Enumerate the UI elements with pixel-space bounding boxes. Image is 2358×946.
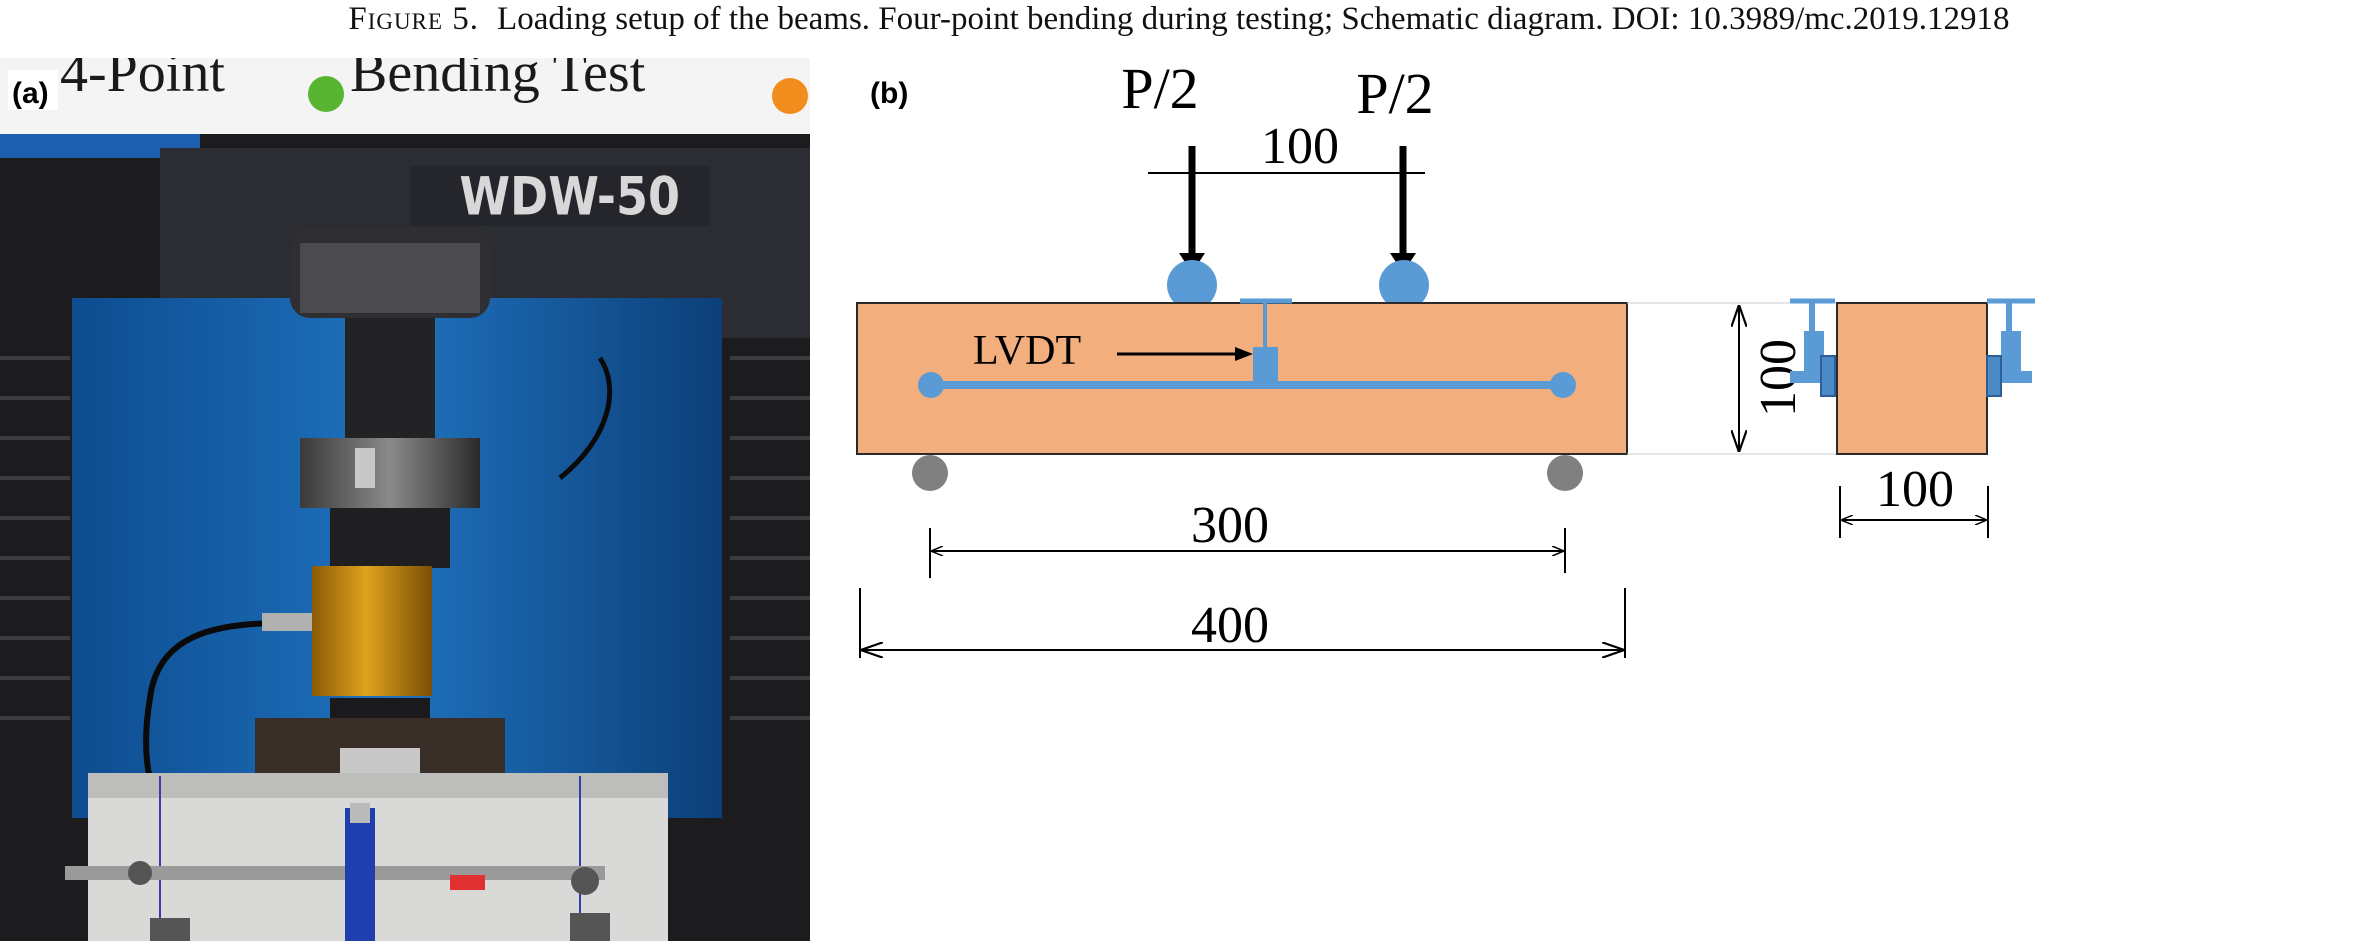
beam-cross-section xyxy=(1836,302,1988,455)
support-span-label: 300 xyxy=(1191,497,1269,554)
support-right xyxy=(1547,455,1583,491)
panel-a-photo: 4-Point Bending Test WDW-50 (a) xyxy=(0,58,810,941)
load-label-right: P/2 xyxy=(1356,61,1433,126)
bending-schematic: (b) P/2 P/2 100 LVDT xyxy=(856,56,2035,658)
section-width-label: 100 xyxy=(1876,461,1954,518)
panel-b-label: (b) xyxy=(870,77,908,110)
load-label-left: P/2 xyxy=(1121,58,1198,121)
lvdt-device xyxy=(345,808,375,941)
machine-model: WDW-50 xyxy=(459,165,680,227)
banner xyxy=(0,58,810,134)
load-spacing-label: 100 xyxy=(1261,118,1339,175)
beam-length-label: 400 xyxy=(1191,597,1269,654)
banner-text-1: 4-Point xyxy=(60,58,225,104)
orange-dot-icon xyxy=(772,78,808,114)
loading-roller-right xyxy=(1379,260,1429,310)
caption-text: Loading setup of the beams. Four-point b… xyxy=(497,1,2010,37)
load-cell xyxy=(312,566,432,696)
lvdt-label: LVDT xyxy=(973,328,1081,374)
green-dot-icon xyxy=(308,76,344,112)
panel-b-schematic: (b) P/2 P/2 100 LVDT xyxy=(830,56,2358,941)
figure-caption: Figure 5. Loading setup of the beams. Fou… xyxy=(0,0,2358,52)
beam-elevation xyxy=(856,302,1628,455)
support-left xyxy=(912,455,948,491)
lvdt-sensor xyxy=(1253,347,1278,385)
banner-text-2: Bending Test xyxy=(350,58,646,104)
testing-machine-photo: 4-Point Bending Test WDW-50 (a) xyxy=(0,58,810,941)
panel-a-label: (a) xyxy=(12,77,49,110)
loading-roller-left xyxy=(1167,260,1217,310)
figure-label: Figure 5. xyxy=(348,1,480,37)
